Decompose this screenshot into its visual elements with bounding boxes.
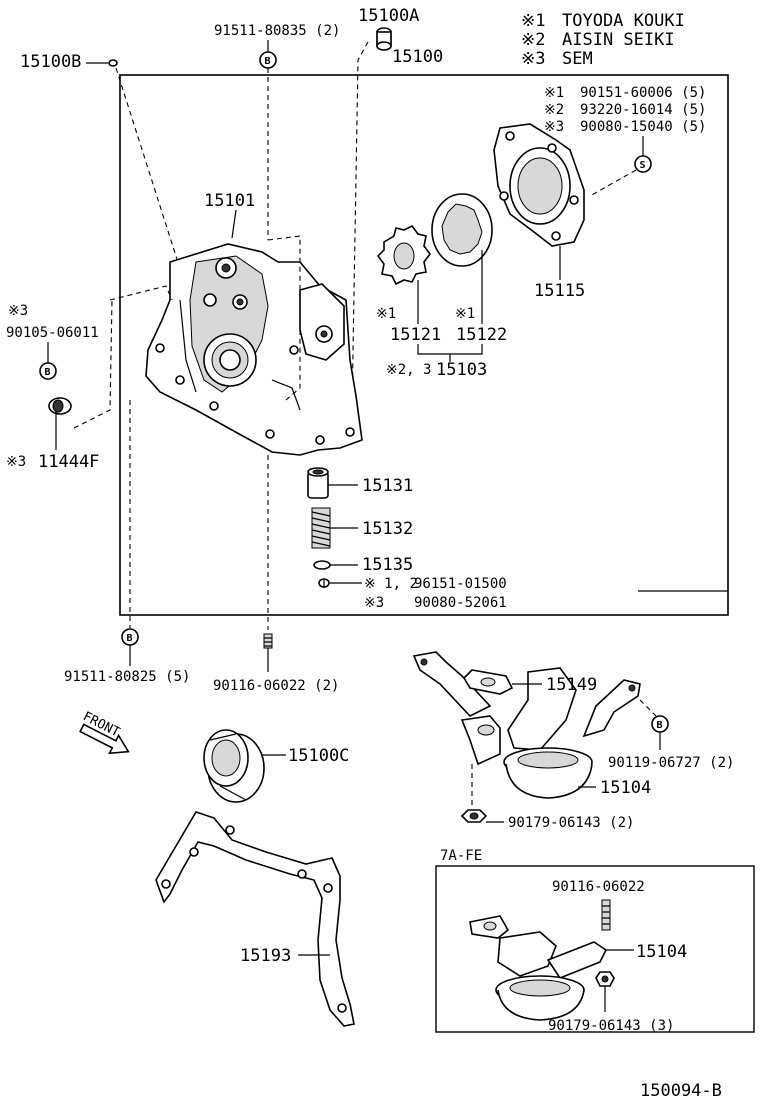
screw-mark-3: ※3 [544, 119, 564, 135]
mark-15121: ※1 [376, 306, 396, 322]
dash-90105 [109, 285, 173, 301]
label-15101: 15101 [204, 191, 255, 211]
pin-15100b [108, 59, 118, 67]
label-15193: 15193 [240, 946, 291, 966]
bolt-badge-top-letter: B [265, 56, 271, 67]
inset-7a-fe-frame [435, 865, 755, 1033]
leader-15101 [231, 209, 237, 239]
dash-11444f [73, 299, 113, 429]
pump-cover-15115 [493, 123, 585, 247]
legend-text-3: SEM [562, 49, 593, 69]
oil-pump-assembly-frame [119, 74, 729, 616]
mark-11444f: ※3 [6, 454, 26, 470]
screw-callouts: ※1 90151-60006 (5) ※2 93220-16014 (5) ※3… [544, 85, 706, 135]
label-91511-80825: 91511-80825 (5) [64, 669, 190, 685]
screw-mark-2: ※2 [544, 102, 564, 118]
bracket-15103 [417, 344, 483, 355]
spring-15132 [311, 507, 331, 549]
inset-label-15104: 15104 [636, 942, 687, 962]
front-arrow: FRONT [79, 709, 130, 755]
relief-valve-15131 [307, 467, 329, 499]
outer-rotor-15122 [431, 193, 493, 267]
screw-pn-1: 90151-60006 (5) [580, 85, 706, 101]
screw-pn-2: 93220-16014 (5) [580, 102, 706, 118]
legend-mark-3: ※3 [521, 49, 545, 69]
screw-badge [634, 155, 652, 173]
oil-strainer-15104 [412, 651, 641, 799]
label-15100a: 15100A [358, 6, 419, 26]
label-90119-06727: 90119-06727 (2) [608, 755, 734, 771]
plug-96151 [318, 578, 330, 588]
legend-mark-2: ※2 [521, 30, 545, 50]
label-90179-06143-2: 90179-06143 (2) [508, 815, 634, 831]
label-15121: 15121 [390, 325, 441, 345]
label-90116-06022-2: 90116-06022 (2) [213, 678, 339, 694]
label-15149: 15149 [546, 675, 597, 695]
inner-rotor-15121 [376, 224, 431, 286]
legend-text-1: TOYODA KOUKI [562, 11, 685, 31]
label-90105-06011: 90105-06011 [6, 325, 99, 341]
dash-screws [589, 169, 637, 197]
label-15103: 15103 [436, 360, 487, 380]
bolt-badge-left [39, 362, 57, 380]
label-15131: 15131 [362, 476, 413, 496]
nut-90179-06143 [460, 809, 488, 823]
mark-90105: ※3 [8, 303, 28, 319]
inset-label-90179-06143-3: 90179-06143 (3) [548, 1018, 674, 1034]
bolt-badge-strainer-letter: B [657, 720, 663, 731]
mark-plug-b: ※3 [364, 595, 384, 611]
label-15100b: 15100B [20, 52, 81, 72]
label-15115: 15115 [534, 281, 585, 301]
maker-legend: ※1 TOYODA KOUKI ※2 AISIN SEIKI ※3 SEM [521, 11, 685, 69]
legend-mark-1: ※1 [521, 11, 545, 31]
inset-label-90116-06022: 90116-06022 [552, 879, 645, 895]
inset-strainer-15104 [469, 915, 608, 1021]
mark-plug-a: ※ 1, 2 [364, 576, 418, 592]
inset-title: 7A-FE [440, 848, 482, 864]
label-15122: 15122 [456, 325, 507, 345]
dash-body-bolt [267, 235, 301, 401]
screw-pn-3: 90080-15040 (5) [580, 119, 706, 135]
figure-id: 150094-B [640, 1081, 722, 1101]
label-15135: 15135 [362, 555, 413, 575]
mark-15103: ※2, 3 [386, 362, 431, 378]
bolt-badge-left-letter: B [45, 367, 51, 378]
screw-mark-1: ※1 [544, 85, 564, 101]
inset-stud [601, 899, 611, 931]
label-96151-01500: 96151-01500 [414, 576, 507, 592]
label-15100c: 15100C [288, 746, 349, 766]
screw-badge-letter: S [640, 160, 646, 171]
label-90080-52061: 90080-52061 [414, 595, 507, 611]
pin-15100a [376, 27, 392, 51]
plug-11444f [48, 397, 72, 415]
label-15132: 15132 [362, 519, 413, 539]
oil-seal-15100c [203, 729, 265, 803]
legend-text-2: AISIN SEIKI [562, 30, 675, 50]
inset-nut [595, 971, 615, 987]
bolt-badge-bottom-letter: B [127, 633, 133, 644]
retainer-15135 [313, 560, 331, 570]
oil-pump-body-15101 [145, 243, 363, 456]
dash-90119 [639, 699, 657, 717]
label-15104: 15104 [600, 778, 651, 798]
gasket-15193 [155, 811, 355, 1027]
stud-90116-06022 [263, 633, 273, 649]
mark-15122: ※1 [455, 306, 475, 322]
label-91511-80835: 91511-80835 (2) [214, 23, 340, 39]
label-15100: 15100 [392, 47, 443, 67]
label-11444f: 11444F [38, 452, 99, 472]
